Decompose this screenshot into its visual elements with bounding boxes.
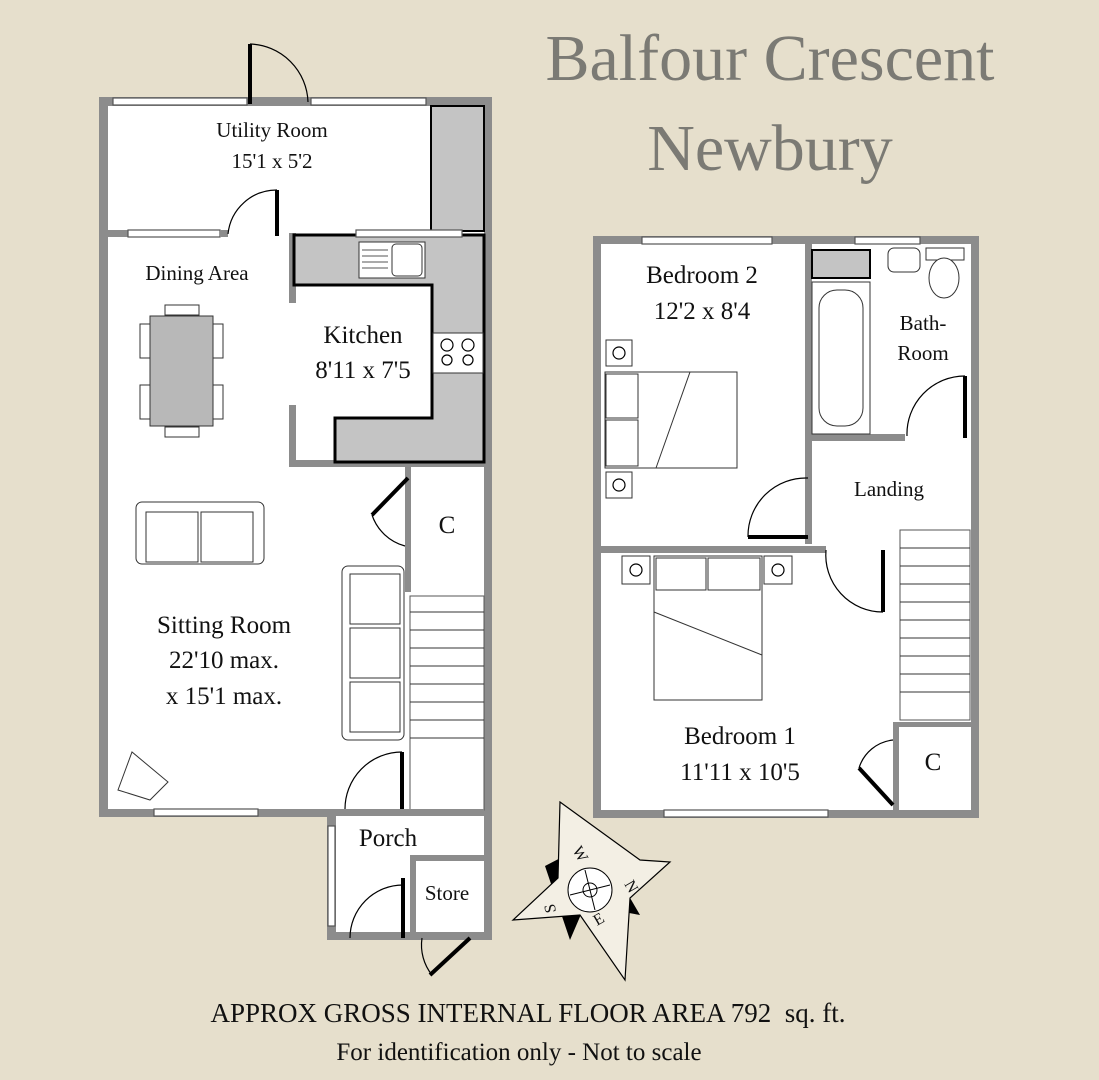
store-label: Store [425, 881, 469, 905]
cupboard-label: C [439, 512, 456, 539]
first-floor-cupboard-label: C [925, 749, 942, 776]
sitting-room-size-2: x 15'1 max. [166, 683, 282, 710]
porch-label: Porch [359, 825, 418, 852]
bedroom1-label: Bedroom 1 [684, 723, 796, 750]
compass-rose: N E S W [511, 800, 672, 982]
kitchen-size: 8'11 x 7'5 [315, 357, 411, 384]
bedroom2-size: 12'2 x 8'4 [654, 298, 751, 325]
bedroom2-label: Bedroom 2 [646, 262, 758, 289]
bathroom-label-2: Room [897, 341, 948, 365]
landing-label: Landing [854, 477, 924, 501]
kitchen-label: Kitchen [323, 322, 403, 349]
dining-area-label: Dining Area [145, 261, 249, 285]
dining-table [139, 304, 224, 438]
compass-s: S [542, 903, 560, 915]
sitting-room-label: Sitting Room [157, 612, 292, 639]
title-line1: Balfour Crescent [545, 22, 994, 95]
scale-note: For identification only - Not to scale [336, 1039, 701, 1066]
title-line2: Newbury [647, 112, 893, 185]
bedroom1-size: 11'11 x 10'5 [680, 759, 800, 786]
sitting-room-size: 22'10 max. [169, 647, 279, 674]
floor-area-text: APPROX GROSS INTERNAL FLOOR AREA 792 sq.… [210, 998, 845, 1028]
first-floor [593, 236, 979, 818]
ground-floor [99, 43, 492, 977]
utility-room-size: 15'1 x 5'2 [231, 149, 312, 173]
bathroom-label: Bath- [900, 311, 947, 335]
utility-room-label: Utility Room [216, 118, 327, 142]
